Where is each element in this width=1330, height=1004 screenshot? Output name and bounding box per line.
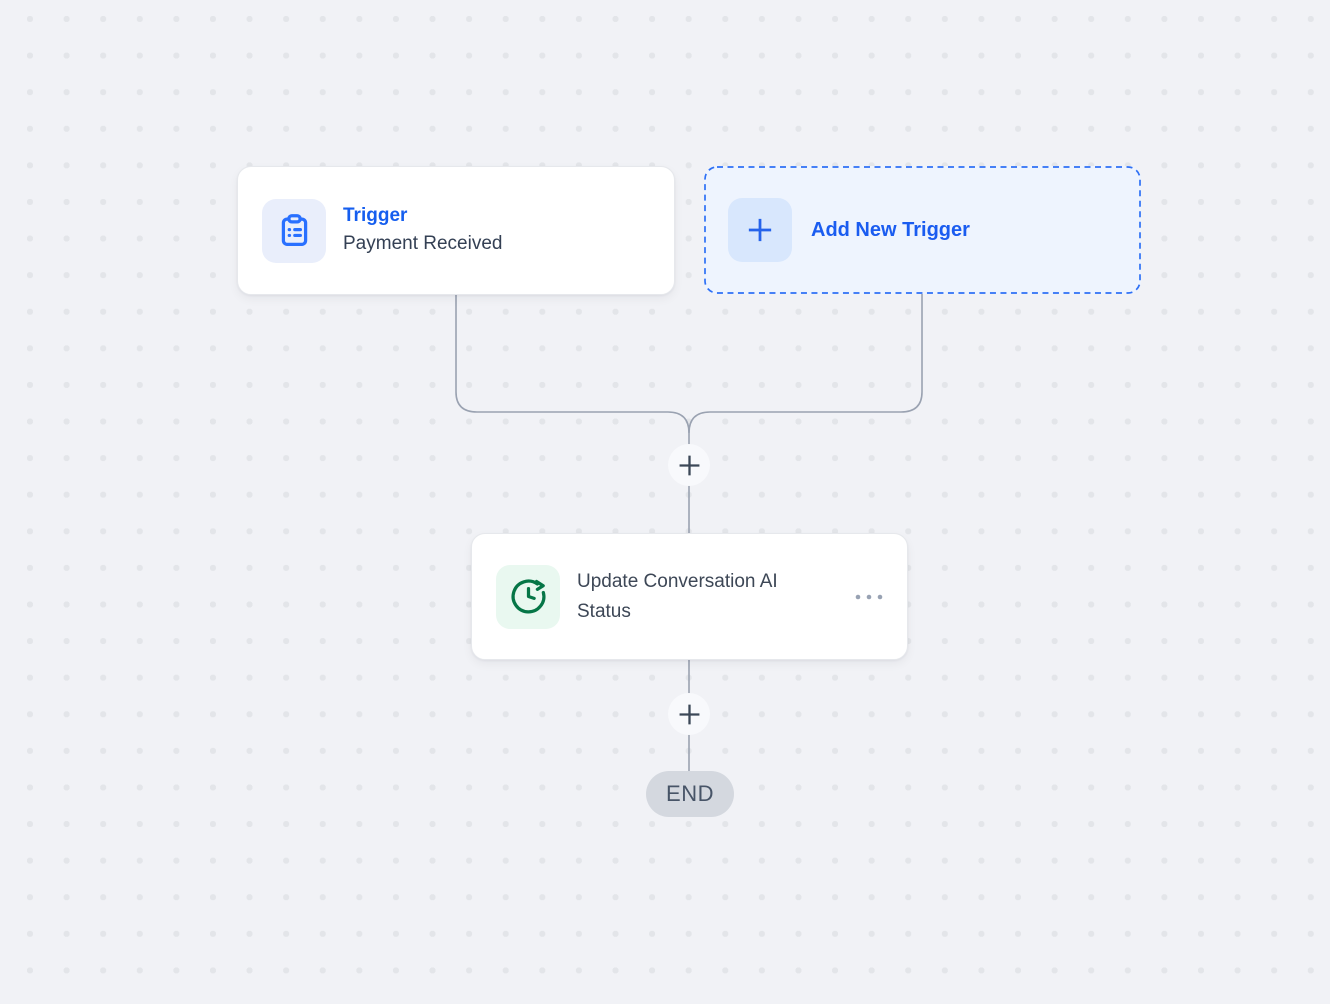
connector-addtrigger-to-merge [688,294,923,434]
plus-icon [679,455,699,475]
trigger-node[interactable]: Trigger Payment Received [237,166,675,295]
clipboard-list-icon [262,198,326,263]
dots-horizontal-icon[interactable] [853,585,885,609]
action-node[interactable]: Update Conversation AI Status [471,533,908,660]
trigger-category-label: Trigger [343,204,408,226]
action-title: Update Conversation AI Status [577,570,778,622]
add-new-trigger-label: Add New Trigger [811,218,970,241]
trigger-node-text: Trigger Payment Received [343,203,502,259]
add-step-button[interactable] [671,696,707,732]
clock-refresh-icon [496,564,560,629]
trigger-title: Payment Received [343,232,503,254]
connector-trigger-to-merge [455,295,690,533]
add-step-button[interactable] [671,447,707,483]
plus-icon [679,704,699,724]
plus-icon [728,198,792,262]
add-new-trigger-button[interactable]: Add New Trigger [704,166,1141,294]
end-node: END [646,771,734,817]
